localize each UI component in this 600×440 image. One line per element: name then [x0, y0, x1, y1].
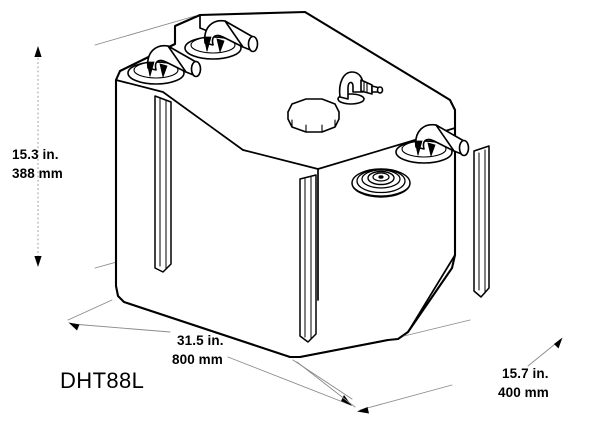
fitting-sender-flange — [351, 168, 411, 198]
length-dimension-inches: 31.5 in. — [177, 333, 224, 348]
fitting-elbow-rear-left — [127, 44, 202, 85]
fitting-elbow-front — [395, 123, 470, 164]
part-number-label: DHT88L — [60, 368, 144, 393]
fitting-elbow-rear-right — [184, 19, 259, 60]
length-dimension-mm: 800 mm — [172, 352, 223, 367]
fitting-inspection-cap — [287, 98, 340, 133]
width-dimension-mm: 400 mm — [498, 385, 549, 400]
tank-rib-left — [154, 95, 172, 273]
tank-rib-right — [473, 145, 490, 298]
height-dimension-mm: 388 mm — [12, 166, 63, 181]
width-dimension-group: 15.7 in. 400 mm — [296, 319, 563, 414]
fitting-vent-elbow — [337, 71, 384, 105]
tank-rib-center — [299, 174, 317, 343]
width-dimension-inches: 15.7 in. — [502, 366, 549, 381]
height-dimension-group: 15.3 in. 388 mm — [12, 15, 197, 269]
height-dimension-inches: 15.3 in. — [12, 147, 59, 162]
